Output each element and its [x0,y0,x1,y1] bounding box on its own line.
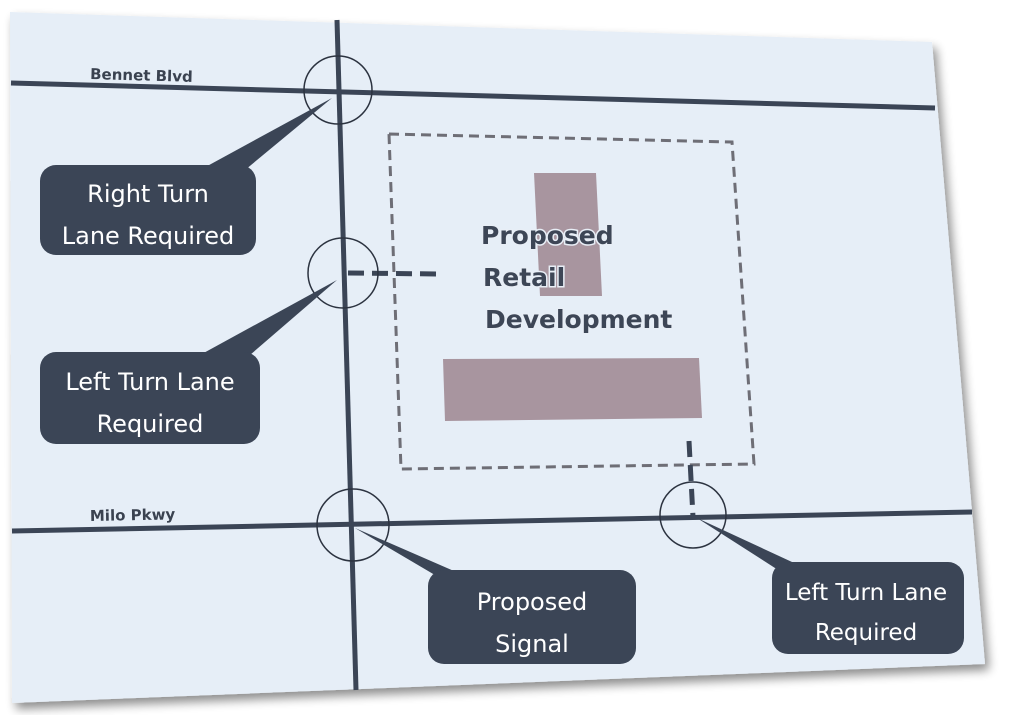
road-north-south [334,19,359,691]
development-label: Proposed Retail Development [480,220,674,336]
callout-text-line-1: Left Turn Lane [65,368,234,396]
callout-text-line-2: Required [97,410,204,438]
callout-box [428,570,636,664]
callout-pointer [200,98,332,170]
callout-right-turn-lane: Right Turn Lane Required [40,98,332,255]
road-label-milo: Milo Pkwy [90,505,176,525]
road-bennet-blvd [10,80,936,111]
callout-text-line-2: Lane Required [62,222,235,250]
callout-text-line-1: Right Turn [87,180,209,208]
callout-text-line-1: Left Turn Lane [785,580,947,606]
road-label-bennet: Bennet Blvd [90,65,193,86]
intersection-circle-milo [316,488,390,562]
development-label-line-3: Development [485,305,672,334]
access-driveway-west [347,270,442,277]
building-south [443,358,702,421]
callout-box [40,352,260,444]
callout-box [40,165,256,255]
development-label-line-2: Retail [483,263,565,292]
callout-left-turn-lane-west: Left Turn Lane Required [40,280,337,444]
callout-left-turn-lane-milo: Left Turn Lane Required [697,518,964,654]
callout-text-line-1: Proposed [477,588,588,616]
intersection-circle-west-access [307,237,379,309]
callout-proposed-signal: Proposed Signal [355,528,636,664]
callout-text-line-2: Signal [495,630,569,658]
callout-pointer [355,528,470,578]
intersection-circle-south-access [659,481,727,549]
intersection-circle-bennet [303,55,373,125]
road-milo-pkwy [11,509,973,534]
site-boundary [387,132,756,471]
roads [10,19,973,691]
callout-pointer [200,280,337,355]
building-north [534,173,602,296]
callout-pointer [697,518,805,568]
development-label-line-1: Proposed [481,221,614,250]
callout-text-line-2: Required [815,620,917,646]
callout-box [772,562,964,654]
access-driveway-south [686,440,696,518]
